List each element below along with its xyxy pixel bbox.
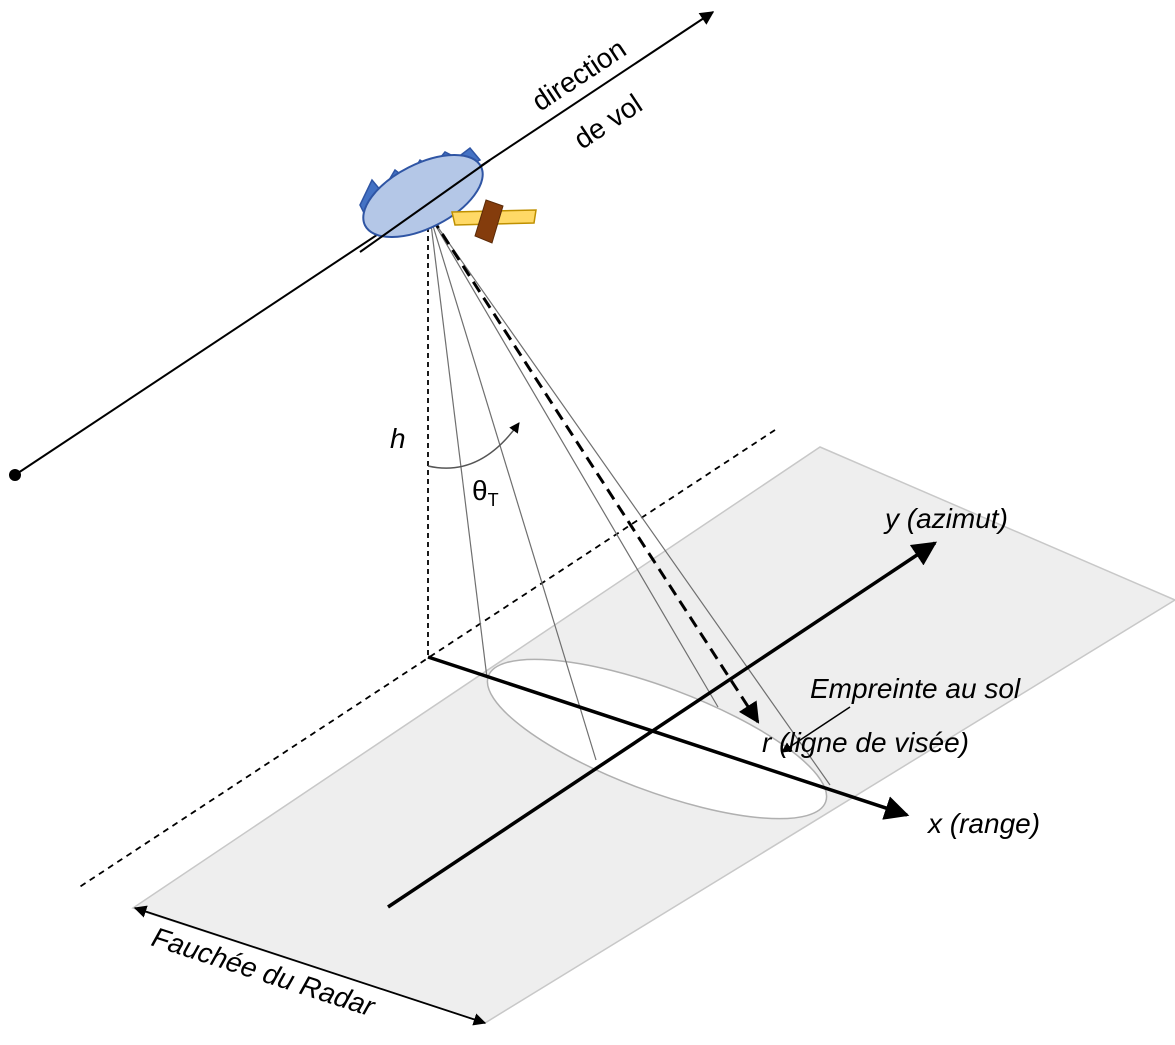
- flight-direction-label-line2: de vol: [568, 88, 647, 155]
- satellite-icon: [451, 199, 537, 244]
- flight-direction-arrow: [14, 11, 715, 476]
- beam-line: [429, 215, 831, 786]
- swath-width-arrow: [133, 905, 487, 1026]
- beam-line: [429, 215, 597, 761]
- x-axis-range: [427, 655, 910, 820]
- radar-antenna-icon: [359, 146, 484, 239]
- footprint-pointer-arrow: [781, 706, 851, 753]
- line-of-sight-label: r (ligne de visée): [762, 727, 969, 758]
- flight-line-start-dot: [9, 469, 21, 481]
- angle-symbol: θ: [472, 475, 488, 506]
- angle-subscript: T: [488, 490, 499, 510]
- incidence-angle-arc: [427, 422, 520, 469]
- flight-direction-line-overlay: [359, 159, 491, 253]
- line-of-sight-arrow: [430, 217, 760, 724]
- radar-beam-lines: [429, 215, 831, 786]
- incidence-angle-label: θT: [472, 475, 499, 510]
- x-axis-label: x (range): [926, 808, 1040, 839]
- y-axis-label: y (azimut): [883, 503, 1008, 534]
- footprint-label: Empreinte au sol: [810, 673, 1021, 704]
- beam-line: [429, 215, 488, 679]
- satellite-body: [474, 199, 504, 244]
- ground-track-dashed-line: [77, 429, 776, 889]
- y-axis-azimuth: [387, 541, 938, 909]
- beam-line: [429, 215, 719, 708]
- height-label: h: [390, 423, 406, 454]
